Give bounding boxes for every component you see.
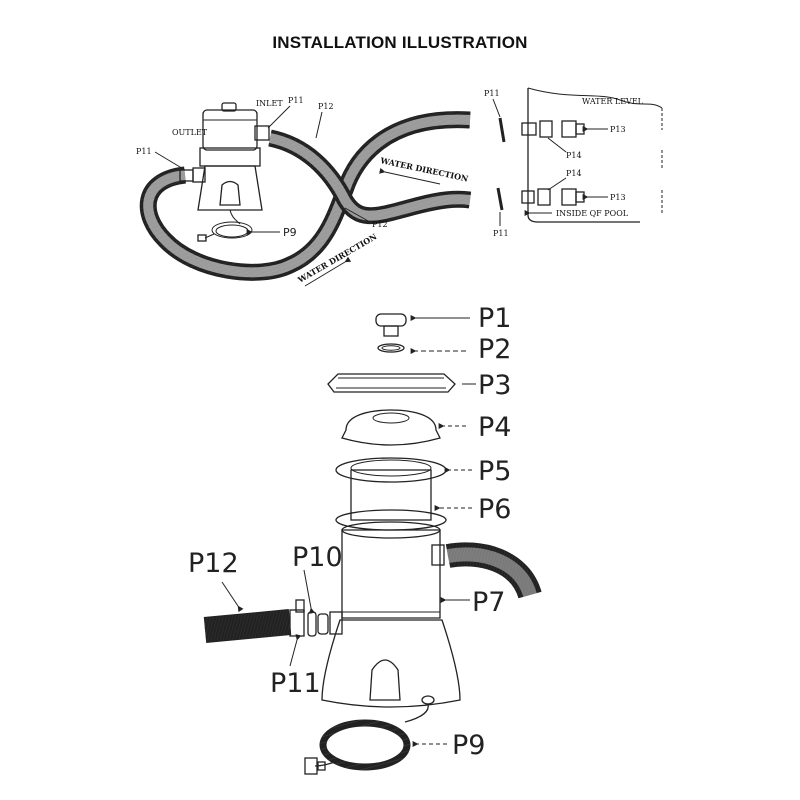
label-p14-bottom: P14 [566,169,582,178]
label-p11-a: P11 [288,96,304,105]
label-water-direction-a: WATER DIRECTION [379,155,470,184]
part-p11-adapter [289,609,305,637]
label-p11-top: P11 [484,89,500,98]
label-p14-top: P14 [566,151,582,160]
label-p12-b: P12 [372,220,388,229]
part-p7-housing [321,521,461,708]
label-inlet: INLET [256,99,283,108]
label-p7: P7 [472,587,505,618]
label-p11: P11 [270,668,321,699]
label-water-level: WATER LEVEL [582,97,644,106]
part-p2-oring [377,343,405,353]
top-left-setup: INLET OUTLET P11 P11 P12 P12 P9 WATER DI… [136,96,472,287]
part-p9-power-cord [304,703,429,775]
exploded-view: P1 P2 P3 P4 P5 P6 P7 P9 P10 P11 P12 [188,303,542,775]
page-title: INSTALLATION ILLUSTRATION [272,33,528,52]
label-p11-bottom: P11 [493,229,509,238]
label-p2: P2 [478,334,511,365]
part-p4-lid [341,409,441,446]
label-p4: P4 [478,412,511,443]
label-p11-b: P11 [136,147,152,156]
label-p12-a: P12 [318,102,334,111]
small-pump [179,102,270,242]
label-p3: P3 [478,370,511,401]
label-outlet: OUTLET [172,128,208,137]
label-p5: P5 [478,456,511,487]
top-right-pool-detail: WATER LEVEL P13 P14 P11 P13 P14 P11 INSI… [484,87,663,238]
part-p1-knob [375,313,407,337]
label-p9-small: P9 [283,226,297,239]
label-p10: P10 [292,542,343,573]
label-p13-bottom: P13 [610,193,626,202]
label-p12: P12 [188,548,239,579]
label-inside-pool: INSIDE QF POOL [556,209,629,218]
label-p1: P1 [478,303,511,334]
label-p6: P6 [478,494,511,525]
part-p3-ring [327,373,456,393]
part-p10-clamp [307,611,317,637]
label-p13-top: P13 [610,125,626,134]
label-p9: P9 [452,730,485,761]
